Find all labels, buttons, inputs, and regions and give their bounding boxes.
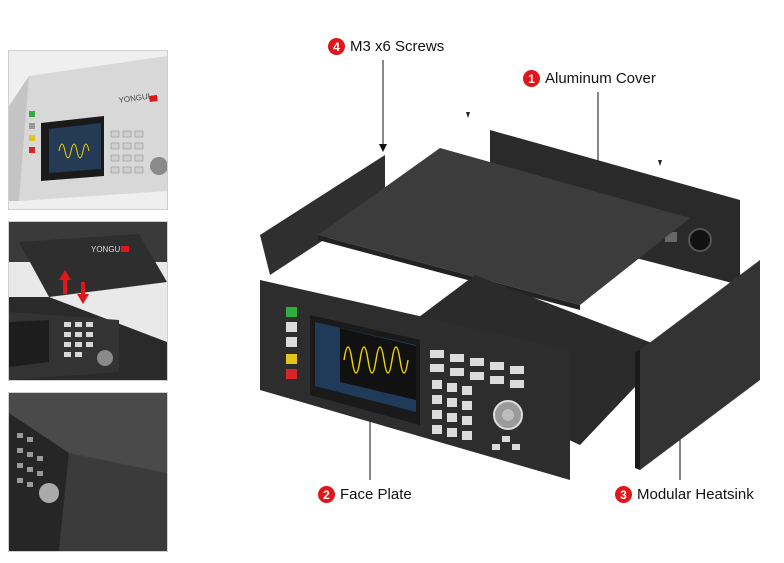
screw-icon [466, 112, 470, 118]
brand-logo-text-2: YONGUI [91, 245, 123, 254]
callout-label-aluminum-cover: Aluminum Cover [545, 70, 656, 87]
callout-label-modular-heatsink: Modular Heatsink [637, 486, 754, 503]
stop-key[interactable] [286, 369, 297, 379]
thumbnail-3-image [9, 393, 167, 551]
screw-icon [658, 160, 662, 166]
left-side-wall [260, 155, 385, 275]
menu-key[interactable] [286, 337, 297, 347]
callout-screws: 4 M3 x6 Screws [328, 38, 444, 55]
modular-heatsink-panel [640, 260, 760, 470]
callout-badge-3: 3 [615, 486, 632, 503]
thumbnail-side-closeup[interactable] [8, 392, 168, 552]
brand-logo-text: YONGUI [118, 92, 151, 105]
callout-label-screws: M3 x6 Screws [350, 38, 445, 55]
keypad[interactable] [430, 350, 524, 440]
callout-label-face-plate: Face Plate [340, 486, 412, 503]
thumbnail-open-cover[interactable]: YONGUI [8, 221, 168, 381]
aluminum-cover [318, 148, 690, 305]
callout-face-plate: 2 Face Plate [318, 486, 412, 503]
thumbnail-1-image: YONGUI [9, 51, 167, 209]
callout-badge-4: 4 [328, 38, 345, 55]
exploded-chassis-illustration [260, 60, 760, 480]
hold-key[interactable] [286, 354, 297, 364]
callout-badge-2: 2 [318, 486, 335, 503]
run-key[interactable] [286, 307, 297, 317]
callout-aluminum-cover: 1 Aluminum Cover [523, 70, 656, 87]
mode-key[interactable] [286, 322, 297, 332]
arrow-keys[interactable] [492, 436, 520, 450]
waveform-trace [343, 346, 409, 374]
thumbnail-front-silver[interactable]: YONGUI [8, 50, 168, 210]
thumbnail-2-image: YONGUI [9, 222, 167, 380]
power-connector-icon [688, 228, 712, 252]
callout-badge-1: 1 [523, 70, 540, 87]
callout-modular-heatsink: 3 Modular Heatsink [615, 486, 754, 503]
